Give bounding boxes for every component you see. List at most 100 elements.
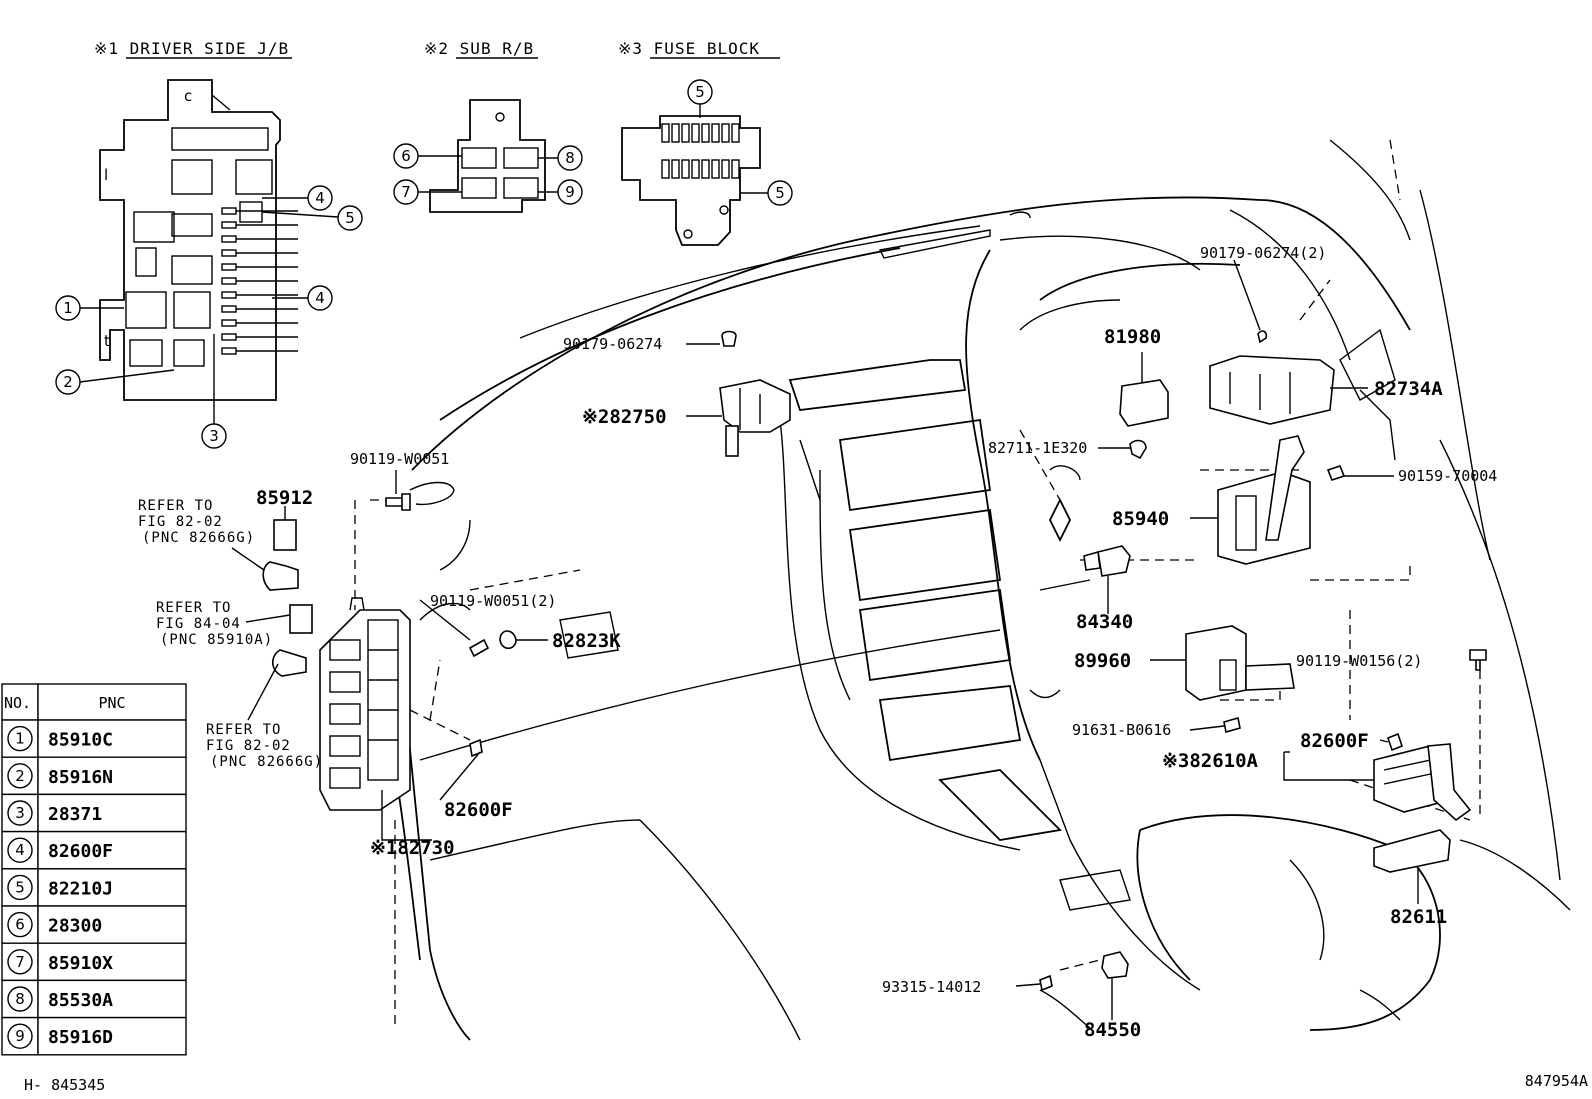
table-number-circle [7, 837, 33, 863]
clip-82711-1e320 [1129, 439, 1147, 460]
table-number-circle [7, 874, 33, 901]
jb-callout-4a: 4 [315, 189, 325, 207]
jb-letter-t: t [104, 332, 110, 350]
label-93315-14012: 93315-14012 [882, 978, 981, 996]
label-82823k: 82823K [552, 630, 621, 652]
jb-fuse [221, 235, 237, 243]
footer-right-code: 847954A [1525, 1072, 1588, 1090]
jb-fuse [221, 333, 237, 341]
refer2-line3: (PNC 85910A) [160, 632, 273, 648]
fuse-block-fuse [701, 159, 710, 179]
jb-letter-l: l [104, 166, 108, 184]
label-82750: ※282750 [582, 406, 667, 428]
bolt-90119-w0051-2 [468, 638, 490, 658]
table-number-circle [7, 986, 33, 1012]
refer3-line1: REFER TO [206, 722, 281, 738]
rb-callout-6: 6 [401, 147, 411, 165]
relay-85912 [273, 519, 297, 551]
label-82610a: ※382610A [1162, 750, 1259, 772]
jb-fuse [221, 347, 237, 355]
label-85940: 85940 [1112, 508, 1169, 530]
dashboard-outline [379, 139, 1571, 1041]
label-81980: 81980 [1104, 326, 1161, 348]
label-82611: 82611 [1390, 906, 1447, 928]
driver-side-jb-inset: c l t 1 2 3 4 5 4 [55, 79, 363, 449]
label-82711-1e320: 82711-1E320 [988, 439, 1087, 457]
rb-callout-9: 9 [565, 183, 575, 201]
screw-93315-14012 [1039, 974, 1053, 992]
table-row: 1 85910C [1, 719, 187, 758]
jb-fuse [221, 319, 237, 327]
module-89960 [1185, 625, 1295, 701]
label-91631-b0616: 91631-B0616 [1072, 721, 1171, 739]
label-82730: ※182730 [370, 837, 455, 859]
refer1-line2: FIG 82-02 [138, 514, 223, 530]
relay-holder-2 [271, 649, 307, 677]
table-header-pnc: PNC [98, 694, 125, 712]
label-90159-70004: 90159-70004 [1398, 467, 1497, 485]
label-89960: 89960 [1074, 650, 1131, 672]
refer2-line1: REFER TO [156, 600, 231, 616]
table-pnc-value: 85530A [48, 990, 113, 1011]
table-cell-pnc [37, 868, 187, 907]
sub-rb-inset: 6 7 8 9 [393, 99, 583, 213]
dashed-leaders [354, 139, 1481, 1030]
header-sub-rb: ※2 SUB R/B [424, 39, 534, 58]
table-header-no: NO. [4, 694, 31, 712]
jb-callout-2: 2 [63, 373, 73, 391]
label-85912: 85912 [256, 487, 313, 509]
table-number-circle [7, 725, 33, 752]
fuse-block-fuse [731, 159, 740, 179]
fuse-block-82610a [1373, 743, 1472, 822]
fuse-block-fuse [721, 123, 730, 143]
table-cell-pnc [37, 905, 187, 944]
table-number: 8 [15, 990, 25, 1008]
table-pnc-value: 82600F [48, 841, 113, 862]
fuse-block-fuse [711, 159, 720, 179]
table-number-circle [7, 800, 33, 826]
table-number-circle [7, 1023, 33, 1049]
table-cell-pnc [37, 830, 187, 870]
jb-letter-c: c [184, 87, 192, 105]
jb-fuse [221, 291, 237, 299]
fuse-82600f-b [1387, 732, 1403, 752]
table-pnc-value: 82210J [48, 878, 113, 899]
jb-fuse [221, 249, 237, 257]
jb-fuse [221, 207, 237, 215]
label-90119-w0051-2: 90119-W0051(2) [430, 592, 556, 610]
fuse-block-fuse [691, 123, 700, 143]
label-90179-06274: 90179-06274 [563, 335, 662, 353]
table-pnc-value: 85910C [48, 730, 113, 751]
footer-left-code: H- 845345 [24, 1076, 105, 1094]
jb-fuse [221, 263, 237, 271]
bolt-90119-w0156 [1469, 649, 1487, 671]
fuse-block-fuse [671, 123, 680, 143]
table-pnc-value: 85916D [48, 1027, 113, 1048]
label-90119-w0051: 90119-W0051 [350, 450, 449, 468]
rb-callout-8: 8 [565, 149, 575, 167]
header-fuse-block: ※3 FUSE BLOCK [618, 39, 760, 58]
table-number: 6 [15, 916, 25, 934]
fuse-block-fuse [711, 123, 720, 143]
table-cell-pnc [37, 1016, 187, 1056]
fb-callout-5b: 5 [775, 184, 785, 202]
table-number-circle [7, 763, 33, 789]
fuse-block-fuse [691, 159, 700, 179]
table-number: 7 [15, 953, 25, 971]
relay-holder [262, 561, 299, 591]
bolt-91631-b0616 [1223, 716, 1241, 734]
fuse-block-fuse [731, 123, 740, 143]
table-number: 1 [15, 730, 25, 748]
jb-callout-1: 1 [63, 299, 73, 317]
switch-84340 [1097, 545, 1131, 577]
fuse-block-fuse [681, 123, 690, 143]
table-pnc-value: 28371 [48, 804, 102, 825]
table-number-circle [7, 911, 33, 938]
label-90179-06274-2: 90179-06274(2) [1200, 244, 1326, 262]
bolt-90119-w0051 [385, 493, 411, 511]
fuse-block-fuse [701, 123, 710, 143]
